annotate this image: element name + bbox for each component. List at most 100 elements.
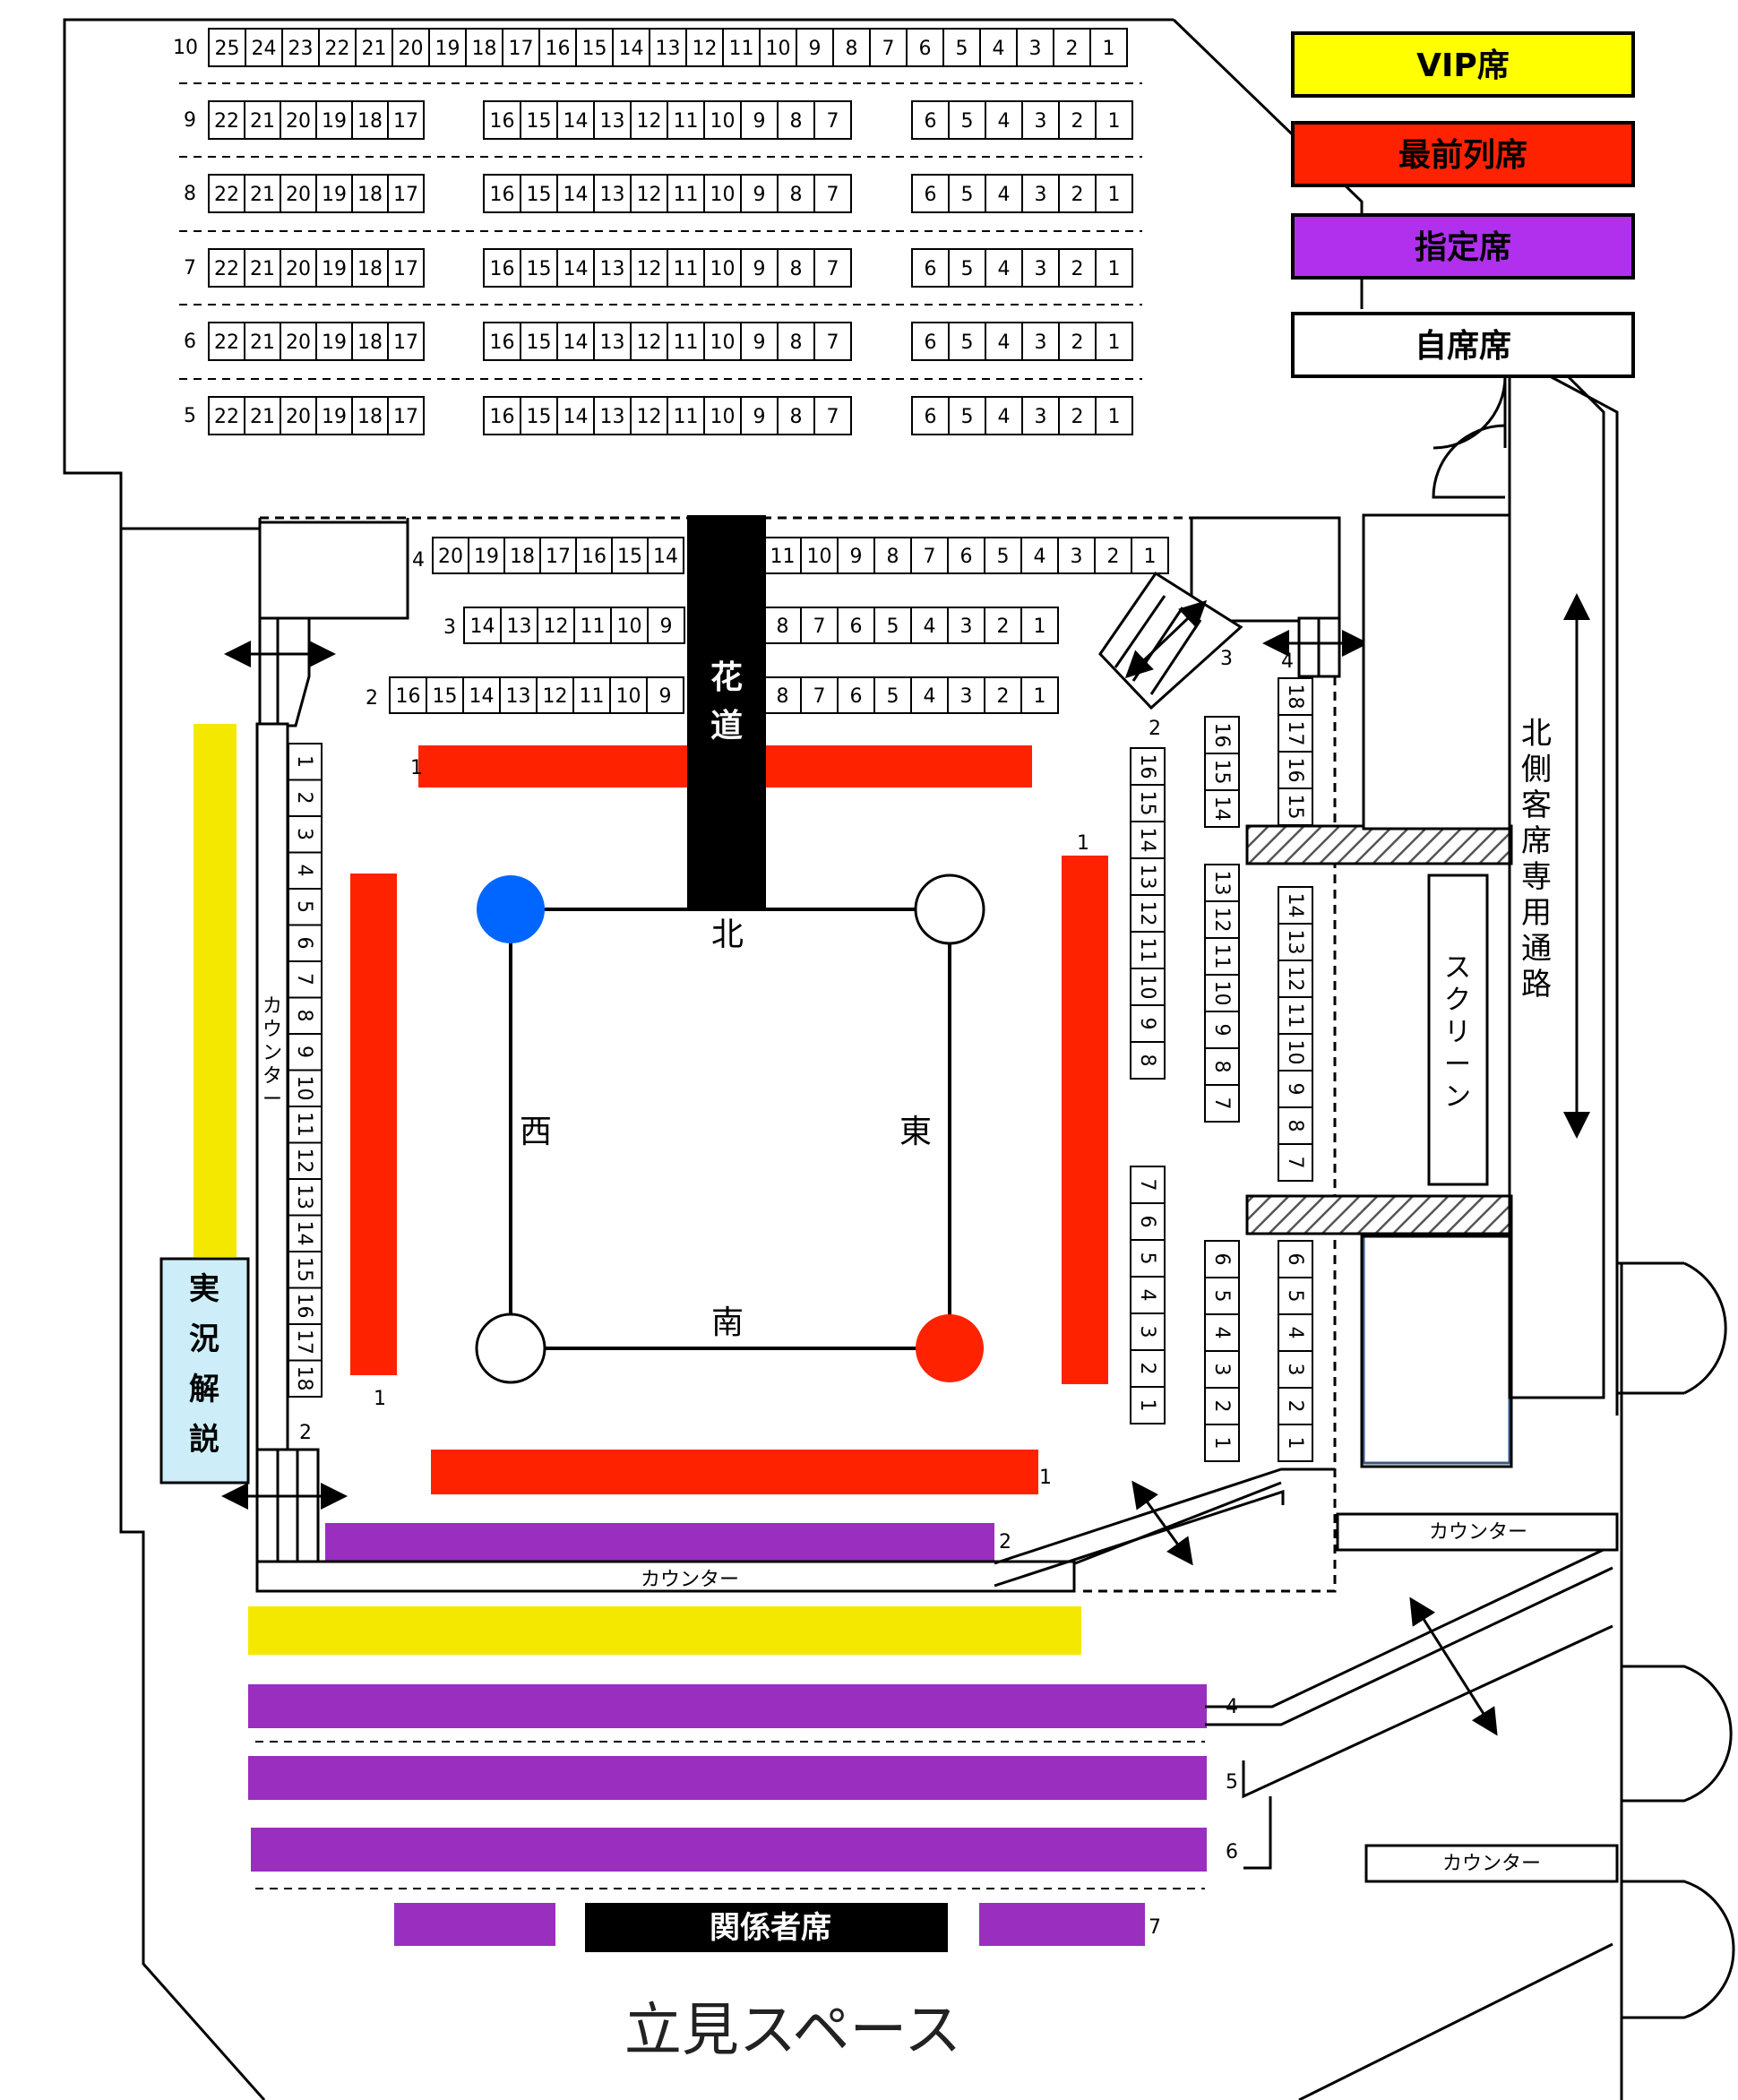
- seat-number: 4: [998, 110, 1011, 133]
- row6-right-seat-1: 1: [1095, 322, 1133, 361]
- south-row7-label: 7: [1149, 1916, 1161, 1939]
- seat-number: 11: [674, 406, 699, 428]
- seat-number: 10: [807, 546, 832, 568]
- seat-number: 6: [850, 615, 863, 638]
- seat-number: 8: [790, 331, 803, 354]
- ring-row2-right-seat-1: 1: [1020, 676, 1059, 714]
- seat-number: 9: [753, 258, 766, 280]
- seat-number: 7: [293, 973, 315, 985]
- east-rooms: [1360, 513, 1513, 1468]
- seat-number: 10: [1210, 981, 1233, 1006]
- row9-mid-seat-9: 9: [740, 100, 779, 140]
- east-colC-mid-seat-10: 10: [1278, 1033, 1313, 1072]
- row5-mid-seat-16: 16: [483, 396, 521, 435]
- seat-number: 9: [753, 331, 766, 354]
- seat-number: 17: [393, 184, 418, 206]
- seat-number: 3: [1035, 258, 1047, 280]
- seat-number: 11: [674, 184, 699, 206]
- seat-number: 11: [580, 685, 605, 708]
- corner-structures: [258, 516, 1341, 727]
- row10-seat-17: 17: [502, 28, 540, 67]
- east-colA-low-seat-3: 3: [1130, 1312, 1166, 1351]
- north-row-9-label: 9: [184, 109, 196, 132]
- row10-seat-6: 6: [906, 28, 944, 67]
- seat-number: 3: [1029, 38, 1042, 60]
- seat-number: 20: [286, 184, 311, 206]
- seat-number: 8: [777, 685, 789, 708]
- row6-left-seat-18: 18: [351, 322, 389, 361]
- row8-right-seat-2: 2: [1058, 174, 1097, 213]
- row9-mid-seat-16: 16: [483, 100, 521, 140]
- ring-row3-left-seat-12: 12: [537, 607, 575, 644]
- seat-number: 7: [827, 258, 839, 280]
- seat-number: 11: [293, 1112, 315, 1137]
- east-colA-seat-10: 10: [1130, 968, 1166, 1006]
- seat-number: 1: [1034, 615, 1046, 638]
- seat-number: 1: [1144, 546, 1157, 568]
- seat-number: 16: [1284, 758, 1306, 783]
- seat-number: 9: [753, 406, 766, 428]
- seat-number: 13: [600, 110, 625, 133]
- seat-number: 7: [1284, 1157, 1306, 1169]
- seat-number: 13: [656, 38, 681, 60]
- row8-mid-seat-16: 16: [483, 174, 521, 213]
- seat-number: 2: [293, 792, 315, 805]
- row10-seat-9: 9: [796, 28, 834, 67]
- seat-number: 10: [616, 685, 641, 708]
- seat-number: 13: [600, 331, 625, 354]
- north-row-6-label: 6: [184, 331, 196, 353]
- east-colB-low-seat-4: 4: [1204, 1313, 1240, 1352]
- ring-row2-right-seat-2: 2: [984, 676, 1022, 714]
- row10-seat-19: 19: [428, 28, 467, 67]
- north-row1-label: 1: [410, 757, 423, 779]
- row10-seat-8: 8: [832, 28, 871, 67]
- reserved-row-5: [248, 1756, 1207, 1800]
- row7-left-seat-22: 22: [208, 248, 245, 288]
- reserved-row-7-left: [394, 1903, 555, 1946]
- row7-left-seat-17: 17: [387, 248, 425, 288]
- west-seat-12: 12: [288, 1141, 323, 1180]
- seat-number: 19: [322, 258, 347, 280]
- row6-mid-seat-9: 9: [740, 322, 779, 361]
- seat-number: 8: [790, 184, 803, 206]
- west-seat-2: 2: [288, 779, 323, 817]
- seat-number: 5: [961, 406, 974, 428]
- seat-number: 2: [997, 685, 1010, 708]
- west-seat-18: 18: [288, 1359, 323, 1398]
- seat-number: 6: [925, 258, 937, 280]
- seat-number: 1: [1108, 258, 1121, 280]
- west-seat-9: 9: [288, 1033, 323, 1072]
- seat-number: 14: [293, 1221, 315, 1246]
- ring-row4-right-seat-9: 9: [837, 537, 875, 574]
- seat-number: 9: [809, 38, 822, 60]
- seat-number: 15: [527, 184, 552, 206]
- ring-row3-right-seat-7: 7: [800, 607, 839, 644]
- seat-number: 6: [925, 110, 937, 133]
- row5-right-seat-2: 2: [1058, 396, 1097, 435]
- seat-number: 9: [753, 110, 766, 133]
- seat-number: 10: [617, 615, 642, 638]
- seat-number: 4: [993, 38, 1005, 60]
- north-row-7-label: 7: [184, 257, 196, 280]
- east-colC-mid-seat-11: 11: [1278, 996, 1313, 1035]
- row9-right-seat-4: 4: [985, 100, 1023, 140]
- seat-number: 3: [960, 685, 973, 708]
- seat-number: 6: [960, 546, 973, 568]
- row9-left-seat-18: 18: [351, 100, 389, 140]
- seat-number: 17: [393, 406, 418, 428]
- north-label: 北: [711, 917, 744, 953]
- seat-number: 14: [564, 406, 589, 428]
- row9-left-seat-22: 22: [208, 100, 245, 140]
- seat-number: 22: [325, 38, 350, 60]
- row10-seat-22: 22: [318, 28, 357, 67]
- east-stair-row4-label: 4: [1281, 650, 1294, 673]
- south-row1-label: 1: [1039, 1467, 1052, 1489]
- seat-number: 4: [924, 685, 936, 708]
- ring-row-4-label: 4: [412, 549, 425, 572]
- row7-mid-seat-14: 14: [556, 248, 595, 288]
- ring-row2-left-seat-14: 14: [462, 676, 501, 714]
- seat-number: 12: [1136, 901, 1158, 926]
- seat-number: 4: [998, 184, 1011, 206]
- row9-right-seat-5: 5: [948, 100, 986, 140]
